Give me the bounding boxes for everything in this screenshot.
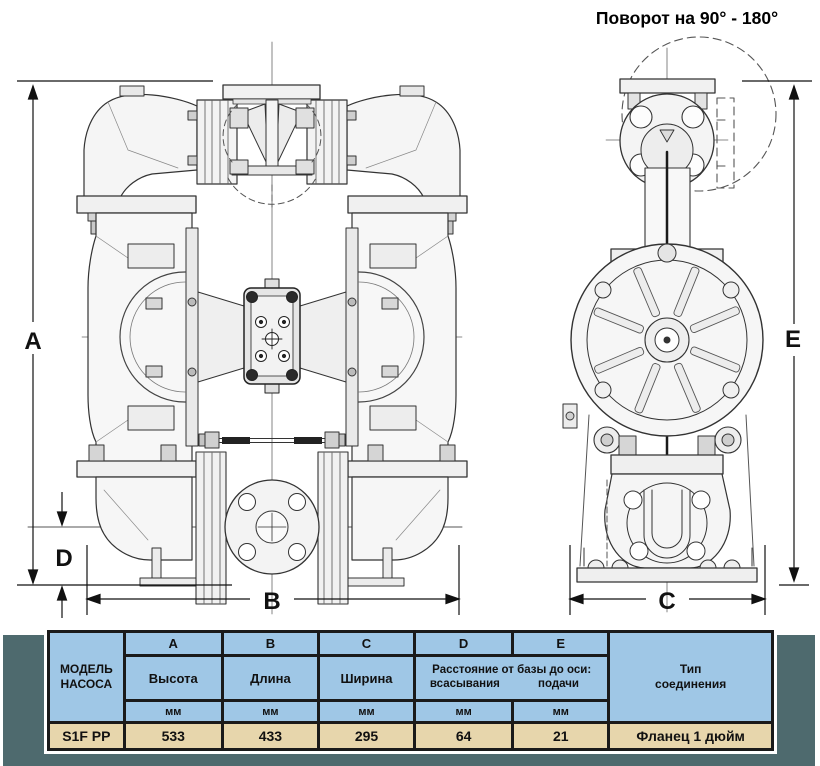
dim-E xyxy=(742,80,812,586)
col-letter-B: B xyxy=(220,630,320,657)
model-header-line1: МОДЕЛЬ xyxy=(59,662,113,676)
dim-label-A: A xyxy=(24,328,41,355)
connection-type-header-cell: Тип соединения xyxy=(607,630,774,724)
value-E: 21 xyxy=(511,721,611,751)
diaphragm-chamber-wheel xyxy=(570,243,764,437)
value-A: 533 xyxy=(122,721,224,751)
suction-sub-label: всасывания xyxy=(429,678,500,690)
rotated-port-dashed-outline xyxy=(222,103,322,208)
dim-label-D: D xyxy=(55,545,72,572)
col-letter-A: A xyxy=(122,630,224,657)
col-name-width: Ширина xyxy=(316,654,417,702)
dim-D xyxy=(56,492,68,618)
base-plate xyxy=(576,547,758,583)
table-row: S1F PP 533 433 295 64 21 Фланец 1 дюйм xyxy=(47,721,774,751)
suction-flange xyxy=(224,479,320,575)
unit-D: мм xyxy=(413,699,515,724)
value-D: 64 xyxy=(413,721,515,751)
suction-casing-side xyxy=(604,473,731,569)
base-to-axis-header-cell: Расстояние от базы до оси: всасывания по… xyxy=(413,654,611,702)
dim-C xyxy=(569,545,766,615)
dimension-lines xyxy=(17,80,812,618)
pump-front-view xyxy=(27,41,468,615)
rotation-range-dashed-circle xyxy=(621,36,777,192)
dim-label-E: E xyxy=(785,326,801,353)
unit-C: мм xyxy=(316,699,417,724)
connection-type-value: Фланец 1 дюйм xyxy=(607,721,774,751)
col-letter-C: C xyxy=(316,630,417,657)
dimension-table: МОДЕЛЬ НАСОСА A B C D E Тип соединения В… xyxy=(47,630,774,751)
col-letter-E: E xyxy=(511,630,611,657)
air-valve-block xyxy=(243,278,301,394)
dimension-table-frame: МОДЕЛЬ НАСОСА A B C D E Тип соединения В… xyxy=(44,627,777,754)
unit-E: мм xyxy=(511,699,611,724)
model-value: S1F PP xyxy=(47,721,126,751)
unit-A: мм xyxy=(122,699,224,724)
pump-side-view xyxy=(562,36,777,613)
pump-dimension-drawing: Поворот на 90° - 180° A D B E C xyxy=(17,8,812,618)
base-to-axis-header: Расстояние от базы до оси: xyxy=(432,664,592,677)
col-name-length: Длина xyxy=(220,654,320,702)
unit-B: мм xyxy=(220,699,320,724)
col-name-height: Высота xyxy=(122,654,224,702)
dim-label-B: B xyxy=(263,588,280,615)
tie-rod xyxy=(198,431,346,449)
rotation-title: Поворот на 90° - 180° xyxy=(596,8,778,28)
dim-label-C: C xyxy=(658,588,675,615)
discharge-sub-label: подачи xyxy=(538,678,579,690)
col-letter-D: D xyxy=(413,630,515,657)
discharge-manifold xyxy=(222,84,322,208)
value-C: 295 xyxy=(316,721,417,751)
value-B: 433 xyxy=(220,721,320,751)
model-header-line2: НАСОСА xyxy=(60,677,113,691)
type-header-line1: Тип xyxy=(679,662,702,676)
type-header-line2: соединения xyxy=(655,677,727,691)
dim-A xyxy=(17,80,232,586)
model-header-cell: МОДЕЛЬ НАСОСА xyxy=(47,630,126,724)
dim-B xyxy=(86,545,460,615)
